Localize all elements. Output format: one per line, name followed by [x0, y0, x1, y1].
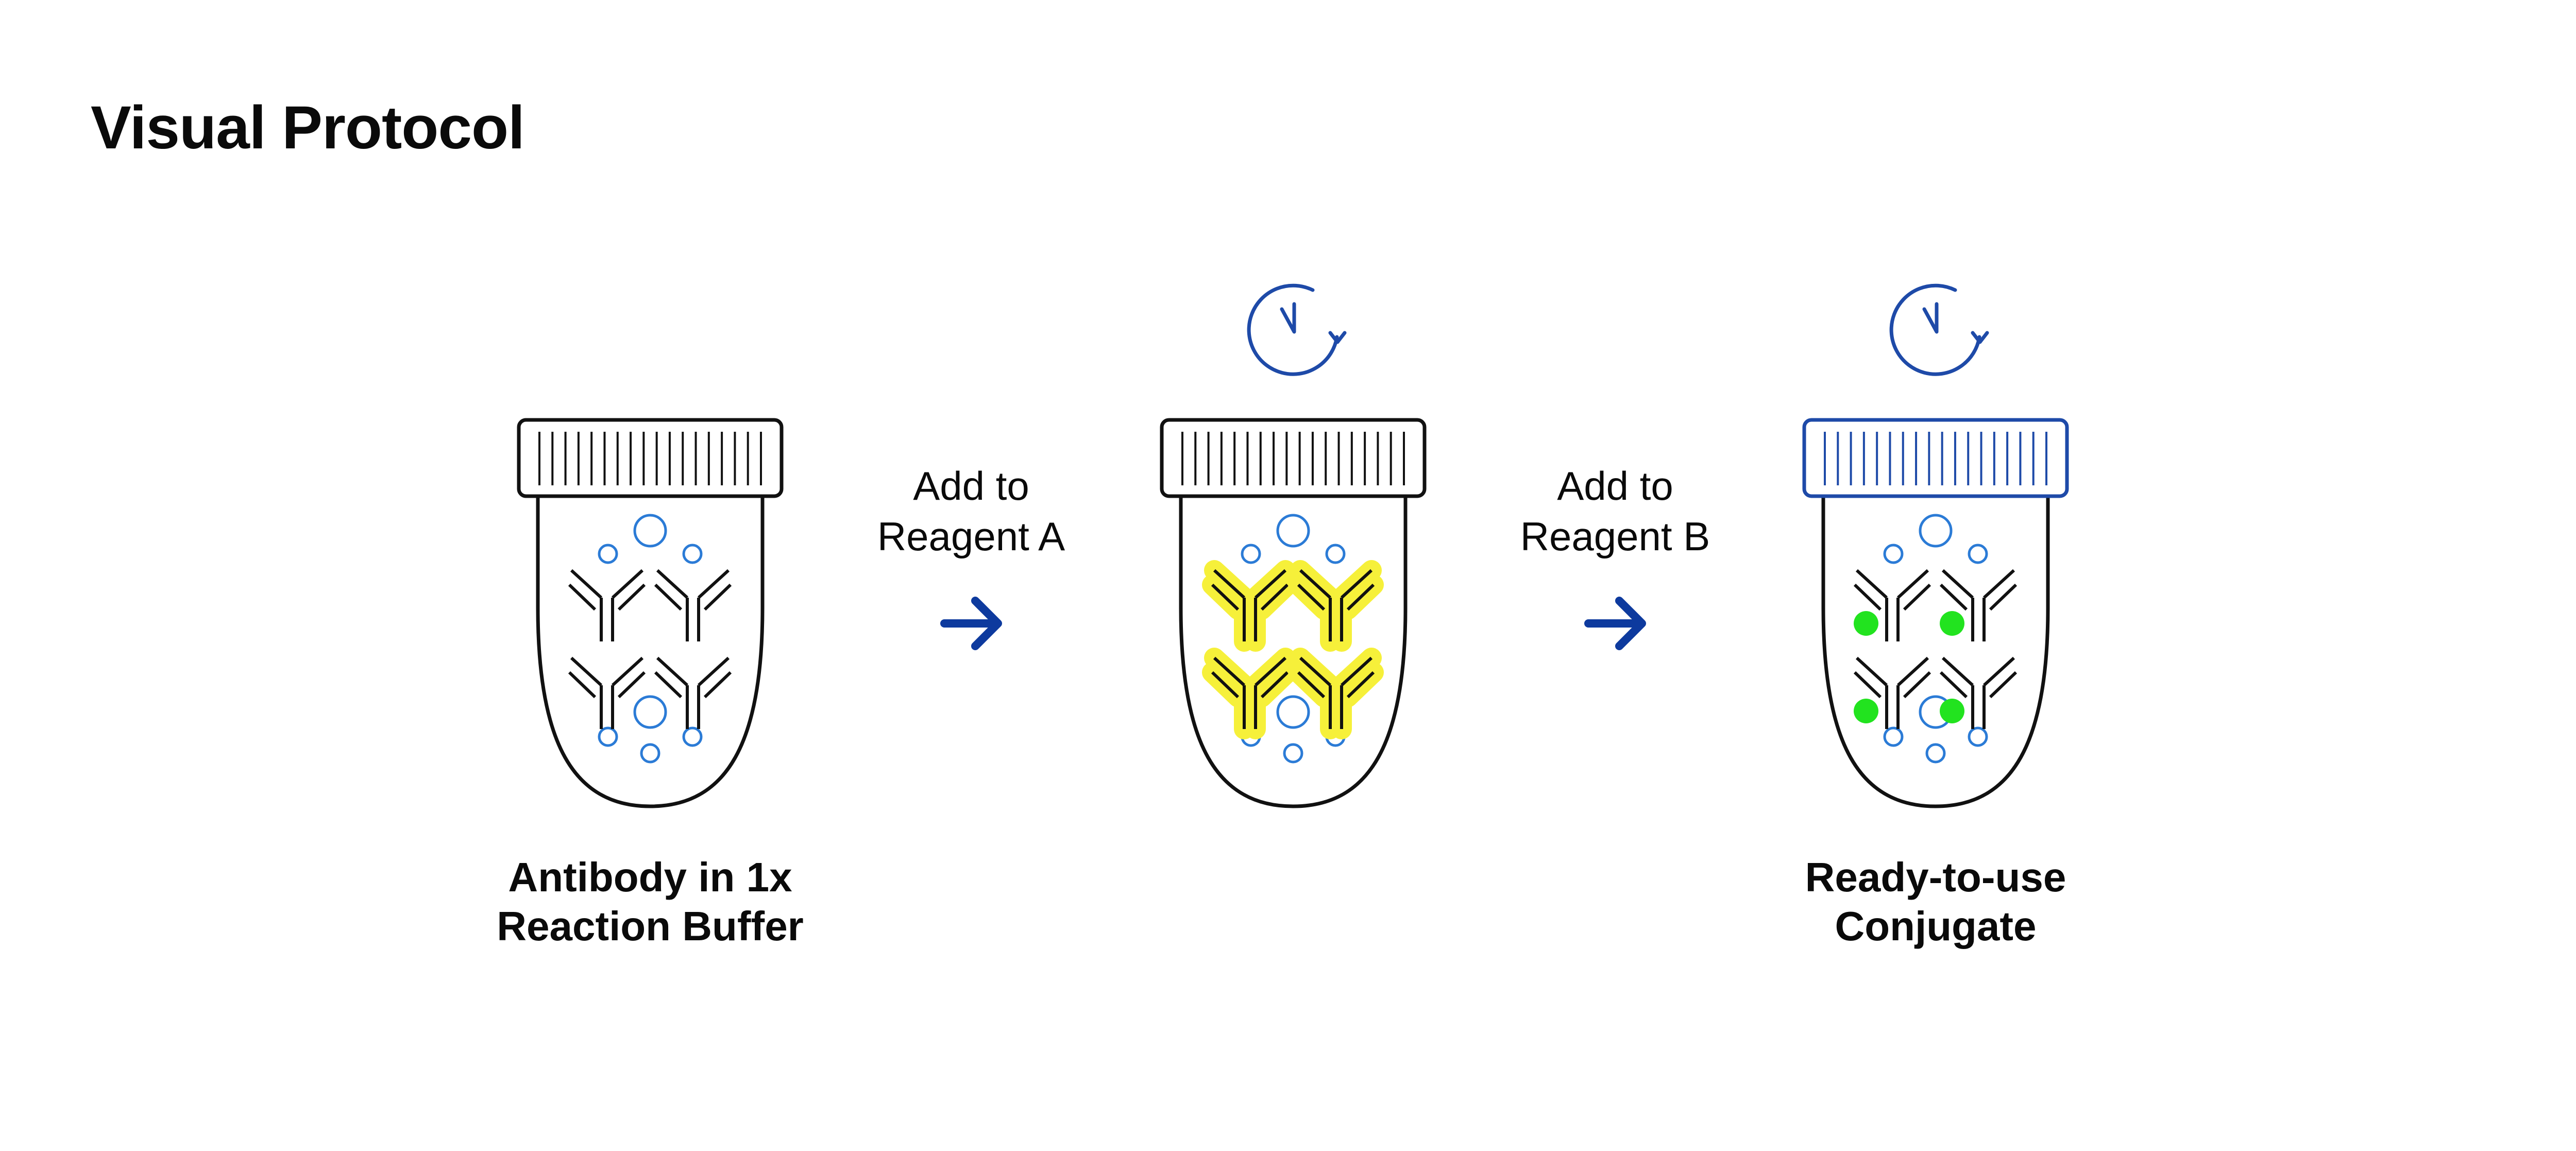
antibody-icon — [1298, 570, 1374, 641]
timer-icon — [1889, 283, 1989, 376]
arrow-right-icon — [940, 597, 1002, 650]
dye-label-icon — [1854, 611, 1878, 636]
antibody-icon — [569, 570, 645, 641]
caption-line-1: Ready-to-use — [1805, 854, 2066, 900]
antibody-icon — [569, 658, 645, 729]
step-label-line-2: Reagent B — [1520, 514, 1710, 559]
tube-ready-conjugate — [1802, 283, 2069, 808]
antibody-icon — [655, 570, 731, 641]
antibody-icon — [1940, 658, 2016, 729]
dye-label-icon — [1854, 699, 1878, 723]
tube-body — [1821, 495, 2050, 808]
tube-caption: Antibody in 1x Reaction Buffer — [497, 854, 804, 949]
antibody-icon — [1212, 570, 1287, 641]
step-label-line-1: Add to — [913, 463, 1029, 509]
step-add-reagent-a: Add to Reagent A — [877, 463, 1065, 650]
tube-body — [536, 495, 765, 808]
caption-line-2: Conjugate — [1835, 903, 2036, 949]
bubbles — [598, 514, 703, 764]
caption-line-2: Reaction Buffer — [497, 903, 804, 949]
tube-cap — [1802, 418, 2069, 498]
tube-cap — [1160, 418, 1427, 498]
dye-label-icon — [1940, 699, 1964, 723]
antibody-icon — [1940, 570, 2016, 641]
arrow-right-icon — [1584, 597, 1646, 650]
timer-icon — [1247, 283, 1347, 376]
step-label-line-1: Add to — [1557, 463, 1673, 509]
tube-caption: Ready-to-use Conjugate — [1805, 854, 2066, 949]
tube-cap — [517, 418, 784, 498]
tube-reagent-a-incubation — [1160, 283, 1427, 808]
antibody-icon — [1212, 658, 1287, 729]
antibody-icon — [1854, 570, 1930, 641]
caption-line-1: Antibody in 1x — [508, 854, 792, 900]
antibody-icon — [1854, 658, 1930, 729]
tube-body — [1179, 495, 1408, 808]
step-label-line-2: Reagent A — [877, 514, 1065, 559]
dye-label-icon — [1940, 611, 1964, 636]
tube-antibody-in-buffer — [517, 418, 784, 808]
page-title: Visual Protocol — [91, 94, 525, 162]
antibody-icon — [655, 658, 731, 729]
step-add-reagent-b: Add to Reagent B — [1520, 463, 1710, 650]
antibody-icon — [1298, 658, 1374, 729]
